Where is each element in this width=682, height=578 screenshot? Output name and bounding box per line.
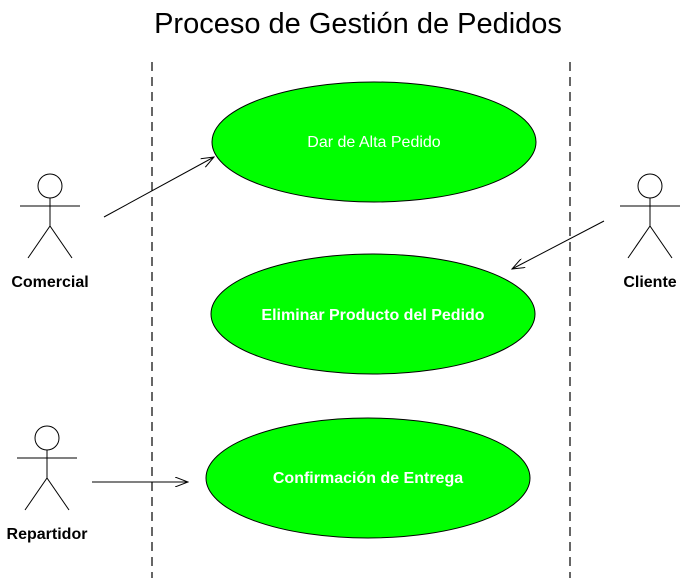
use-case-alta-ellipse bbox=[211, 81, 537, 203]
actor-cliente-left-leg bbox=[627, 225, 651, 259]
use-case-alta[interactable]: Dar de Alta Pedido bbox=[211, 81, 537, 203]
use-case-confirmacion[interactable]: Confirmación de Entrega bbox=[205, 417, 531, 539]
use-case-eliminar-ellipse bbox=[210, 253, 536, 375]
use-case-eliminar-label: Eliminar Producto del Pedido bbox=[261, 307, 484, 324]
actor-comercial[interactable] bbox=[20, 173, 80, 259]
actor-comercial-left-leg bbox=[27, 225, 51, 259]
actor-cliente-right-leg bbox=[649, 225, 673, 259]
actor-cliente-head bbox=[637, 173, 663, 199]
actor-repartidor[interactable] bbox=[17, 425, 77, 511]
actor-comercial-right-leg bbox=[49, 225, 73, 259]
association-comercial-alta bbox=[103, 157, 214, 218]
actor-cliente[interactable] bbox=[620, 173, 680, 259]
use-case-alta-label: Dar de Alta Pedido bbox=[307, 134, 441, 151]
use-case-confirmacion-label: Confirmación de Entrega bbox=[273, 470, 463, 487]
diagram-title: Proceso de Gestión de Pedidos bbox=[154, 8, 562, 40]
actor-comercial-label: Comercial bbox=[11, 274, 88, 291]
actor-comercial-head bbox=[37, 173, 63, 199]
actor-repartidor-left-leg bbox=[24, 477, 48, 511]
use-case-confirmacion-ellipse bbox=[205, 417, 531, 539]
actor-repartidor-right-leg bbox=[46, 477, 70, 511]
use-case-eliminar[interactable]: Eliminar Producto del Pedido bbox=[210, 253, 536, 375]
actor-repartidor-head bbox=[34, 425, 60, 451]
actor-cliente-label: Cliente bbox=[623, 274, 676, 291]
association-cliente-eliminar bbox=[512, 220, 605, 269]
actor-repartidor-label: Repartidor bbox=[7, 526, 88, 543]
